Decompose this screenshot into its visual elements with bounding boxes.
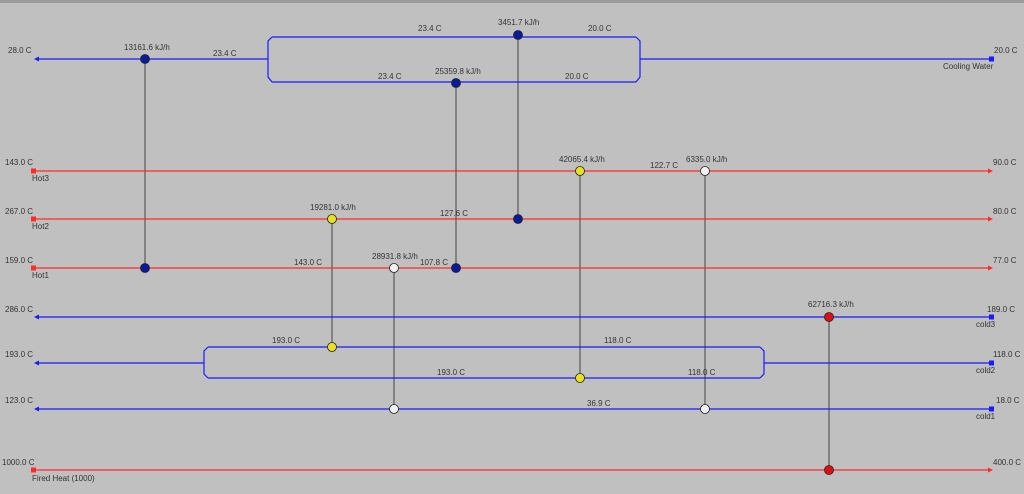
exchanger-e2-duty: 3451.7 kJ/h	[498, 18, 539, 27]
exchanger-e5-cold1-node[interactable]	[700, 404, 710, 414]
cold3-end-square-icon	[989, 314, 994, 320]
exchanger-e3-cw-node[interactable]	[451, 78, 461, 88]
exchanger-e6-cold2-node[interactable]	[327, 342, 337, 352]
cw-upper-branch-right-temp: 20.0 C	[588, 24, 612, 33]
exchanger-e7-duty: 28931.8 kJ/h	[372, 252, 418, 261]
fired-start-square-icon	[31, 467, 36, 473]
cold2-upper-branch-left-temp: 193.0 C	[272, 336, 300, 345]
cw-lower-branch-left-temp: 23.4 C	[378, 72, 402, 81]
cw-upper-branch-left-temp: 23.4 C	[418, 24, 442, 33]
exchanger-e7-hot1-node[interactable]	[389, 263, 399, 273]
hot3-name: Hot3	[32, 174, 49, 183]
cold1-arrow-left-icon	[34, 406, 39, 412]
fired-left-temp: 1000.0 C	[2, 458, 35, 467]
cold3-right-temp: 189.0 C	[987, 305, 1015, 314]
stream-cold2[interactable]	[38, 346, 990, 379]
hot3-arrow-right-icon	[988, 168, 993, 174]
cold1-name: cold1	[976, 412, 996, 421]
hot1-temp-b: 107.8 C	[420, 258, 448, 267]
fired-name: Fired Heat (1000)	[32, 474, 95, 483]
cold2-end-square-icon	[989, 360, 994, 366]
hot2-arrow-right-icon	[988, 216, 993, 222]
hot1-arrow-right-icon	[988, 265, 993, 271]
cold2-right-temp: 118.0 C	[993, 350, 1021, 359]
cw-name: Cooling Water	[943, 62, 994, 71]
cw-main-mid-temp: 23.4 C	[213, 49, 237, 58]
hot3-left-temp: 143.0 C	[5, 158, 33, 167]
exchanger-e4-hot3-node[interactable]	[575, 166, 585, 176]
hot3-right-temp: 90.0 C	[993, 158, 1017, 167]
exchanger-e8-fired-node[interactable]	[824, 465, 834, 475]
cold1-right-temp: 18.0 C	[996, 396, 1020, 405]
hot1-temp-a: 143.0 C	[294, 258, 322, 267]
cold1-end-square-icon	[989, 406, 994, 412]
exchanger-e3-duty: 25359.8 kJ/h	[435, 67, 481, 76]
hot3-start-square-icon	[31, 168, 36, 174]
exchanger-e3-hot1-node[interactable]	[451, 263, 461, 273]
exchanger-e2-cw-node[interactable]	[513, 30, 523, 40]
exchanger-e4-cold2-node[interactable]	[575, 373, 585, 383]
cold3-name: cold3	[976, 320, 996, 329]
cold3-left-temp: 286.0 C	[5, 305, 33, 314]
cw-arrow-left-icon	[34, 56, 39, 62]
cold2-lower-branch-right-temp: 118.0 C	[688, 368, 716, 377]
exchanger-e6-hot2-node[interactable]	[327, 214, 337, 224]
exchanger-e1-cw-node[interactable]	[140, 54, 150, 64]
hot2-start-square-icon	[31, 216, 36, 222]
exchanger-e2-hot2-node[interactable]	[513, 214, 523, 224]
cold2-left-temp: 193.0 C	[5, 350, 33, 359]
hot1-name: Hot1	[32, 271, 49, 280]
exchanger-e8-cold3-node[interactable]	[824, 312, 834, 322]
cw-end-square-icon	[989, 56, 994, 62]
cold3-arrow-left-icon	[34, 314, 39, 320]
cold2-lower-branch-left-temp: 193.0 C	[437, 368, 465, 377]
top-border	[0, 0, 1024, 3]
exchanger-e5-duty: 6335.0 kJ/h	[686, 155, 727, 164]
exchanger-e5-hot3-node[interactable]	[700, 166, 710, 176]
cold2-arrow-left-icon	[34, 360, 39, 366]
hot3-mid-temp: 122.7 C	[650, 161, 678, 170]
hot1-right-temp: 77.0 C	[993, 256, 1017, 265]
fired-arrow-right-icon	[988, 467, 993, 473]
cold1-mid-temp: 36.9 C	[587, 399, 611, 408]
exchanger-e7-cold1-node[interactable]	[389, 404, 399, 414]
hot2-name: Hot2	[32, 222, 49, 231]
stream-cooling-water[interactable]	[38, 36, 990, 83]
cold2-name: cold2	[976, 366, 996, 375]
cw-right-temp: 20.0 C	[994, 46, 1018, 55]
cw-left-temp: 28.0 C	[8, 46, 32, 55]
fired-right-temp: 400.0 C	[993, 458, 1021, 467]
exchanger-links	[144, 35, 830, 470]
exchanger-e1-duty: 13161.6 kJ/h	[124, 43, 170, 52]
cw-lower-branch-right-temp: 20.0 C	[565, 72, 589, 81]
hot2-right-temp: 80.0 C	[993, 207, 1017, 216]
hot2-mid-temp: 127.6 C	[440, 209, 468, 218]
hot1-left-temp: 159.0 C	[5, 256, 33, 265]
exchanger-e4-duty: 42065.4 kJ/h	[559, 155, 605, 164]
hot1-start-square-icon	[31, 265, 36, 271]
exchanger-e8-duty: 62716.3 kJ/h	[808, 300, 854, 309]
cold2-upper-branch-right-temp: 118.0 C	[604, 336, 632, 345]
cold1-left-temp: 123.0 C	[5, 396, 33, 405]
hot2-left-temp: 267.0 C	[5, 207, 33, 216]
exchanger-e1-hot1-node[interactable]	[140, 263, 150, 273]
exchanger-e6-duty: 19281.0 kJ/h	[310, 203, 356, 212]
